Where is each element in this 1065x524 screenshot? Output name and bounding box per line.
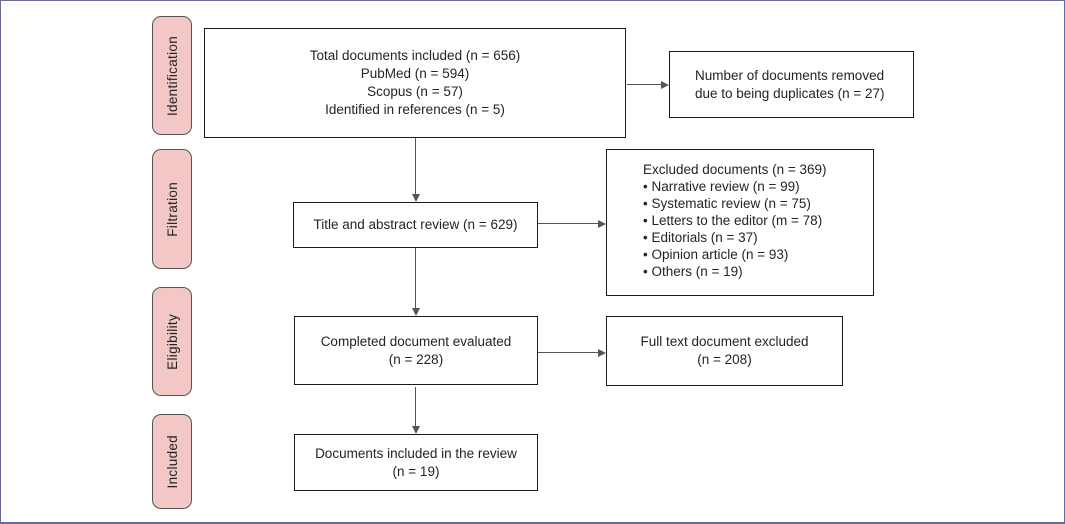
arrow-right-icon bbox=[538, 219, 606, 228]
box-line: (n = 19) bbox=[392, 463, 440, 479]
box-line: (n = 208) bbox=[697, 352, 752, 367]
excluded-item: • Editorials (n = 37) bbox=[643, 230, 758, 245]
box-line: (n = 228) bbox=[388, 351, 444, 367]
stage-label-text: Filtration bbox=[164, 181, 180, 237]
arrow-right-icon bbox=[538, 348, 606, 357]
stage-label-text: Identification bbox=[164, 35, 180, 116]
box-excluded-documents: Excluded documents (n = 369) • Narrative… bbox=[606, 149, 874, 296]
excluded-item: • Opinion article (n = 93) bbox=[643, 247, 789, 262]
box-title-abstract-review: Title and abstract review (n = 629) bbox=[293, 202, 538, 248]
box-line: Full text document excluded bbox=[640, 334, 809, 349]
stage-label-filtration: Filtration bbox=[152, 149, 192, 269]
arrow-down-icon bbox=[411, 248, 420, 316]
box-line: due to being duplicates (n = 27) bbox=[695, 85, 885, 101]
box-duplicates-removed: Number of documents removed due to being… bbox=[669, 51, 914, 118]
arrow-down-icon bbox=[411, 387, 420, 434]
excluded-item: • Systematic review (n = 75) bbox=[643, 196, 811, 211]
excluded-heading: Excluded documents (n = 369) bbox=[643, 162, 827, 177]
excluded-item: • Narrative review (n = 99) bbox=[643, 179, 800, 194]
stage-label-included: Included bbox=[152, 414, 192, 509]
stage-label-text: Included bbox=[164, 434, 180, 489]
box-line: Documents included in the review bbox=[315, 445, 517, 461]
box-line: Total documents included (n = 656) bbox=[309, 48, 521, 63]
stage-label-eligibility: Eligibility bbox=[152, 287, 192, 396]
arrow-down-icon bbox=[411, 138, 420, 202]
stage-label-identification: Identification bbox=[152, 16, 192, 135]
box-line: PubMed (n = 594) bbox=[360, 66, 470, 81]
box-total-documents: Total documents included (n = 656) PubMe… bbox=[204, 28, 626, 138]
box-line: Identified in references (n = 5) bbox=[325, 102, 505, 117]
box-line: Completed document evaluated bbox=[320, 333, 512, 349]
box-included-in-review: Documents included in the review (n = 19… bbox=[294, 434, 538, 491]
excluded-item: • Others (n = 19) bbox=[643, 264, 743, 279]
box-line: Scopus (n = 57) bbox=[367, 84, 463, 99]
box-fulltext-excluded: Full text document excluded (n = 208) bbox=[606, 316, 843, 386]
box-completed-evaluated: Completed document evaluated (n = 228) bbox=[294, 316, 538, 385]
box-line: Title and abstract review (n = 629) bbox=[313, 217, 518, 232]
arrow-right-icon bbox=[627, 80, 669, 89]
stage-label-text: Eligibility bbox=[164, 313, 180, 370]
excluded-item: • Letters to the editor (m = 78) bbox=[643, 213, 823, 228]
box-line: Number of documents removed bbox=[695, 67, 885, 83]
